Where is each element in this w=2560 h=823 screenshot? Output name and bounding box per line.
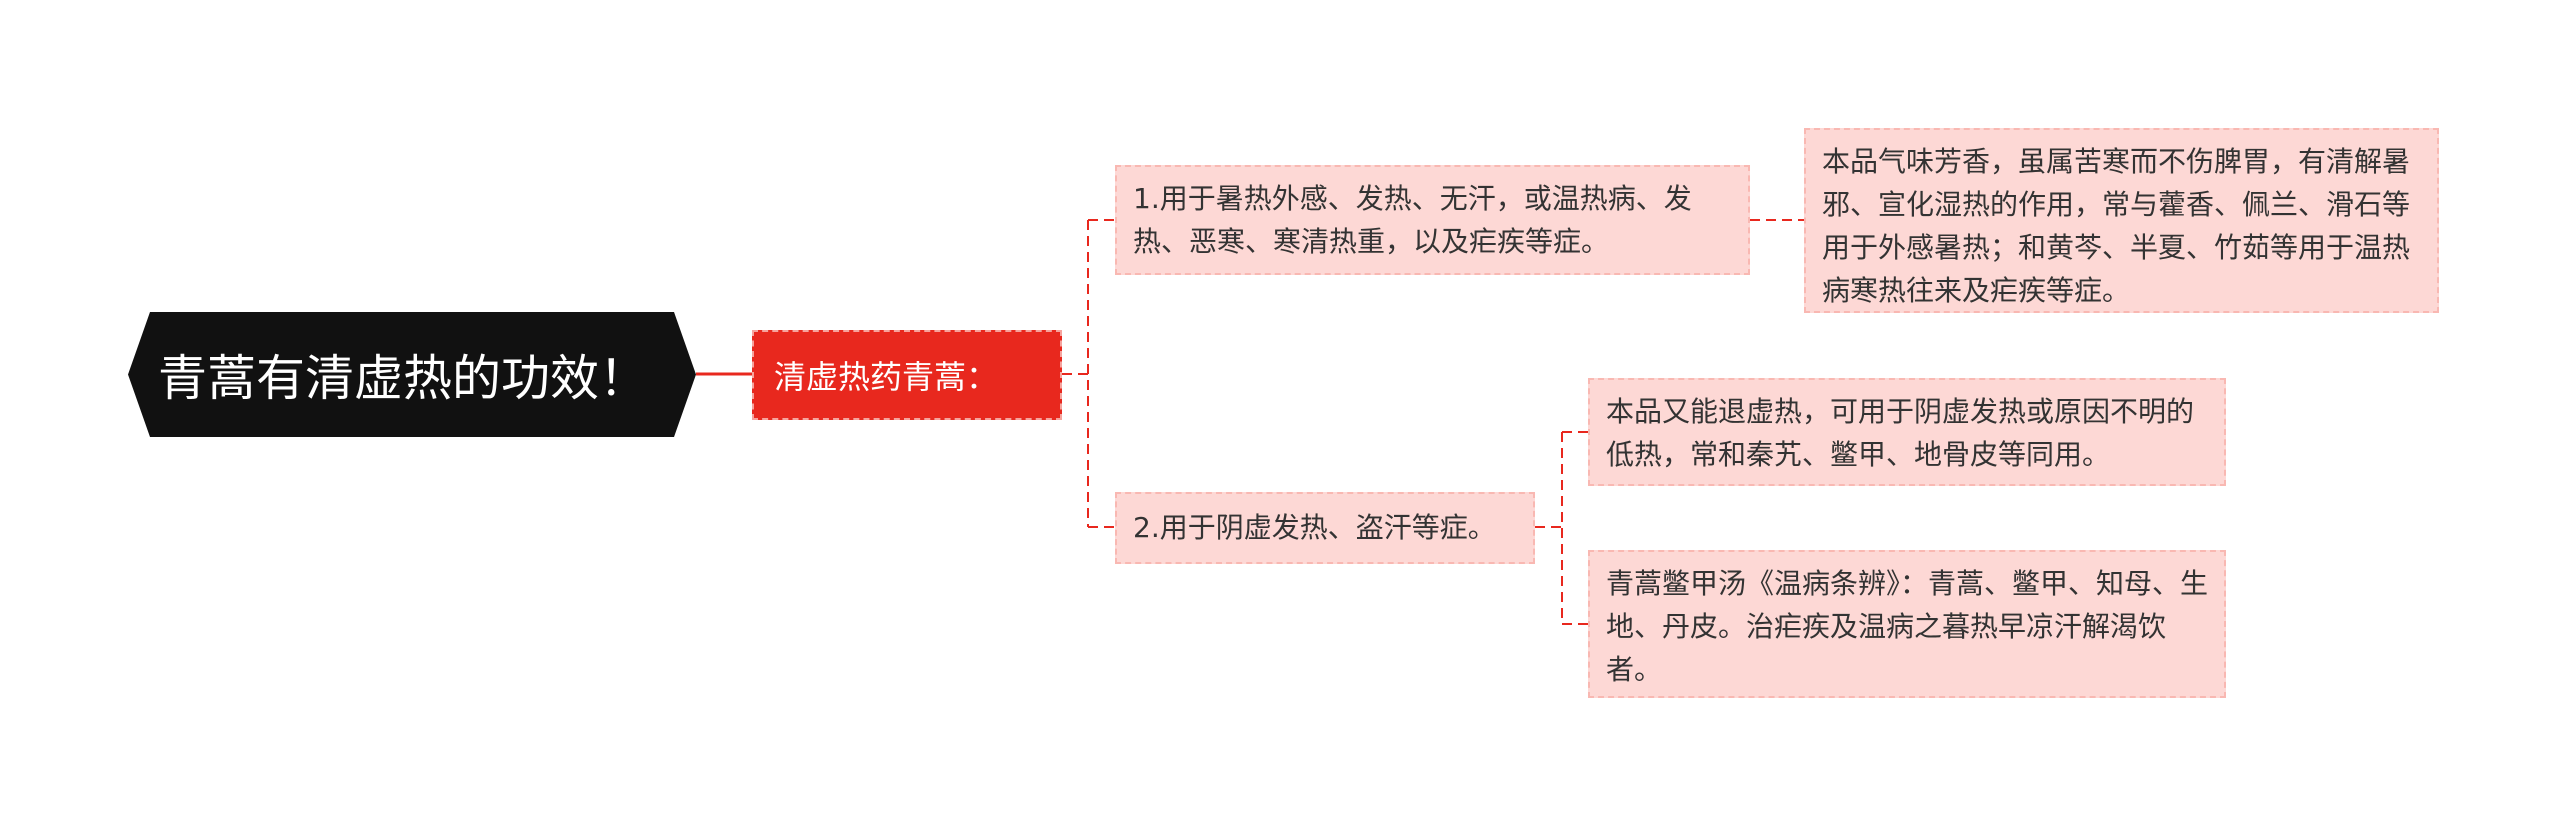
main-topic-label: 清虚热药青蒿： bbox=[774, 358, 999, 396]
branch-2-detail-1[interactable]: 本品又能退虚热，可用于阴虚发热或原因不明的低热，常和秦艽、鳖甲、地骨皮等同用。 bbox=[1588, 378, 2226, 486]
branch-2-label: 2.用于阴虚发热、盗汗等症。 bbox=[1133, 511, 1496, 544]
root-title: 青蒿有清虚热的功效！ bbox=[158, 350, 649, 407]
branch-1[interactable]: 1.用于暑热外感、发热、无汗，或温热病、发热、恶寒、寒清热重，以及疟疾等症。 bbox=[1115, 165, 1750, 275]
branch2-links bbox=[1535, 431, 1588, 625]
branch-2-detail-2[interactable]: 青蒿鳖甲汤《温病条辨》：青蒿、鳖甲、知母、生地、丹皮。治疟疾及温病之暮热早凉汗解… bbox=[1588, 550, 2226, 698]
main-topic[interactable]: 清虚热药青蒿： bbox=[752, 330, 1062, 420]
branch-1-detail-text: 本品气味芳香，虽属苦寒而不伤脾胃，有清解暑邪、宣化湿热的作用，常与藿香、佩兰、滑… bbox=[1822, 145, 2411, 307]
level1-links bbox=[1062, 219, 1115, 528]
branch-2-detail-1-text: 本品又能退虚热，可用于阴虚发热或原因不明的低热，常和秦艽、鳖甲、地骨皮等同用。 bbox=[1606, 395, 2195, 471]
branch-2[interactable]: 2.用于阴虚发热、盗汗等症。 bbox=[1115, 492, 1535, 564]
root-topic[interactable]: 青蒿有清虚热的功效！ bbox=[128, 312, 696, 437]
branch-2-detail-2-text: 青蒿鳖甲汤《温病条辨》：青蒿、鳖甲、知母、生地、丹皮。治疟疾及温病之暮热早凉汗解… bbox=[1606, 567, 2209, 686]
branch-1-detail[interactable]: 本品气味芳香，虽属苦寒而不伤脾胃，有清解暑邪、宣化湿热的作用，常与藿香、佩兰、滑… bbox=[1804, 128, 2439, 313]
branch-1-label: 1.用于暑热外感、发热、无汗，或温热病、发热、恶寒、寒清热重，以及疟疾等症。 bbox=[1133, 182, 1692, 258]
